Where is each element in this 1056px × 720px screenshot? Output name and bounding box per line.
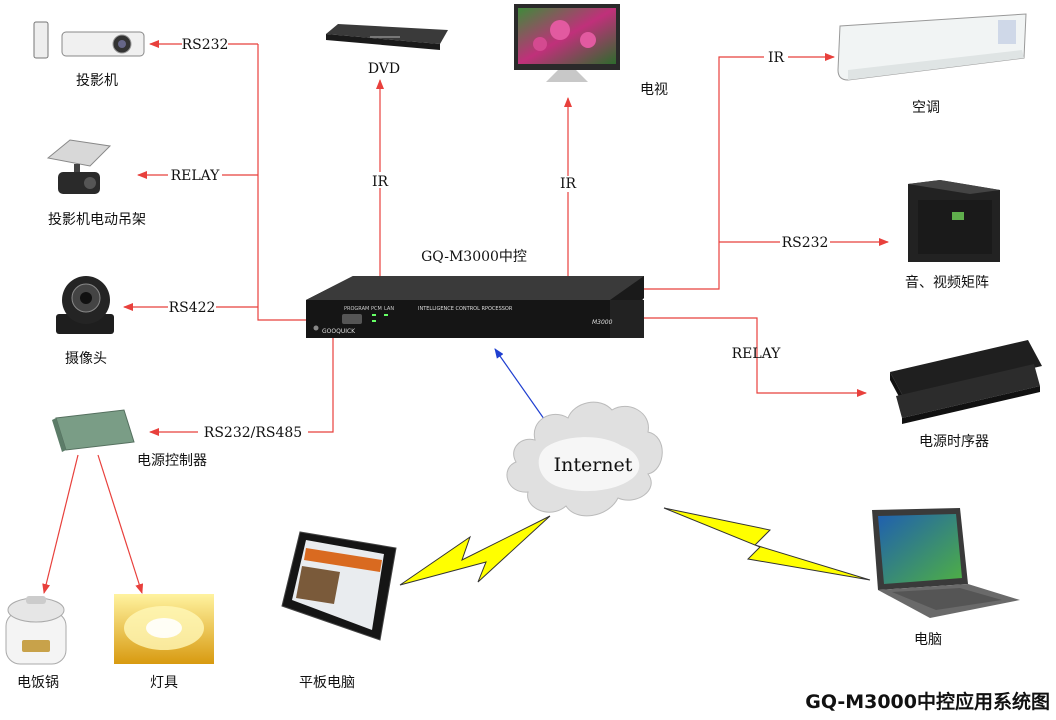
power-controller: 电源控制器 [52, 409, 207, 469]
panel-pcm: PCM [371, 306, 382, 312]
wire-power-sequencer [644, 317, 867, 397]
tv: 电视 [514, 4, 668, 98]
rice-cooker: 电饭锅 [5, 596, 67, 691]
link-label-projector: RS232 [182, 37, 229, 53]
power-sequencer-label: 电源时序器 [919, 434, 989, 450]
power-sequencer: 电源时序器 [890, 340, 1042, 450]
av-matrix: 音、视频矩阵 [905, 180, 1000, 291]
link-labels: RS232 RELAY RS422 RS232/RS485 IR IR IR R… [168, 36, 830, 441]
panel-model: M3000 [592, 319, 613, 326]
computer: 电脑 [872, 508, 1020, 648]
left-bus-wire [257, 44, 306, 321]
lamp-label: 灯具 [150, 675, 178, 691]
link-label-tv: IR [560, 176, 577, 192]
panel-brand: GOOQUICK [322, 328, 356, 335]
wire-power-controller [149, 338, 334, 436]
controller-unit: GQ-M3000中控 PROGRAM PCM LAN INTELLIGENCE … [306, 249, 644, 338]
wireless-links [399, 507, 871, 586]
panel-program: PROGRAM [344, 306, 369, 312]
link-label-power-controller: RS232/RS485 [204, 425, 302, 441]
internet-cloud: Internet [506, 401, 663, 517]
wire-air-conditioner [644, 53, 835, 290]
computer-label: 电脑 [914, 632, 942, 648]
rice-cooker-label: 电饭锅 [17, 675, 59, 691]
dvd-label: DVD [368, 61, 400, 77]
link-label-dvd: IR [372, 174, 389, 190]
av-matrix-label: 音、视频矩阵 [905, 274, 989, 291]
air-conditioner-label: 空调 [912, 100, 940, 116]
air-conditioner: 空调 [837, 13, 1027, 116]
internet-label: Internet [554, 454, 633, 476]
panel-text: INTELLIGENCE CONTROL RPOCESSOR [418, 306, 513, 312]
camera-label: 摄像头 [65, 351, 107, 367]
link-label-air-conditioner: IR [768, 50, 785, 66]
lamp: 灯具 [114, 594, 214, 691]
projector-lift: 投影机电动吊架 [46, 139, 146, 228]
link-label-power-sequencer: RELAY [732, 346, 782, 362]
power-controller-label: 电源控制器 [137, 453, 207, 469]
wire-lamp [97, 454, 144, 594]
dvd-player: DVD [326, 24, 448, 77]
link-label-projector-lift: RELAY [171, 168, 221, 184]
projector: 投影机 [33, 21, 145, 89]
wireless-bolt-tablet [399, 515, 551, 586]
controller-label: GQ-M3000中控 [421, 249, 527, 265]
panel-lan: LAN [384, 306, 394, 312]
camera: 摄像头 [56, 276, 114, 367]
network-arrow [494, 348, 550, 427]
wire-rice-cooker [42, 454, 79, 594]
tv-label: 电视 [640, 82, 668, 98]
diagram-title: GQ-M3000中控应用系统图 [805, 690, 1050, 713]
link-label-av-matrix: RS232 [782, 235, 829, 251]
wireless-bolt-computer [663, 507, 871, 581]
tablet: 平板电脑 [281, 531, 397, 691]
projector-label: 投影机 [76, 73, 118, 89]
projector-lift-label: 投影机电动吊架 [48, 212, 146, 228]
tablet-label: 平板电脑 [299, 675, 355, 691]
link-label-camera: RS422 [169, 300, 216, 316]
